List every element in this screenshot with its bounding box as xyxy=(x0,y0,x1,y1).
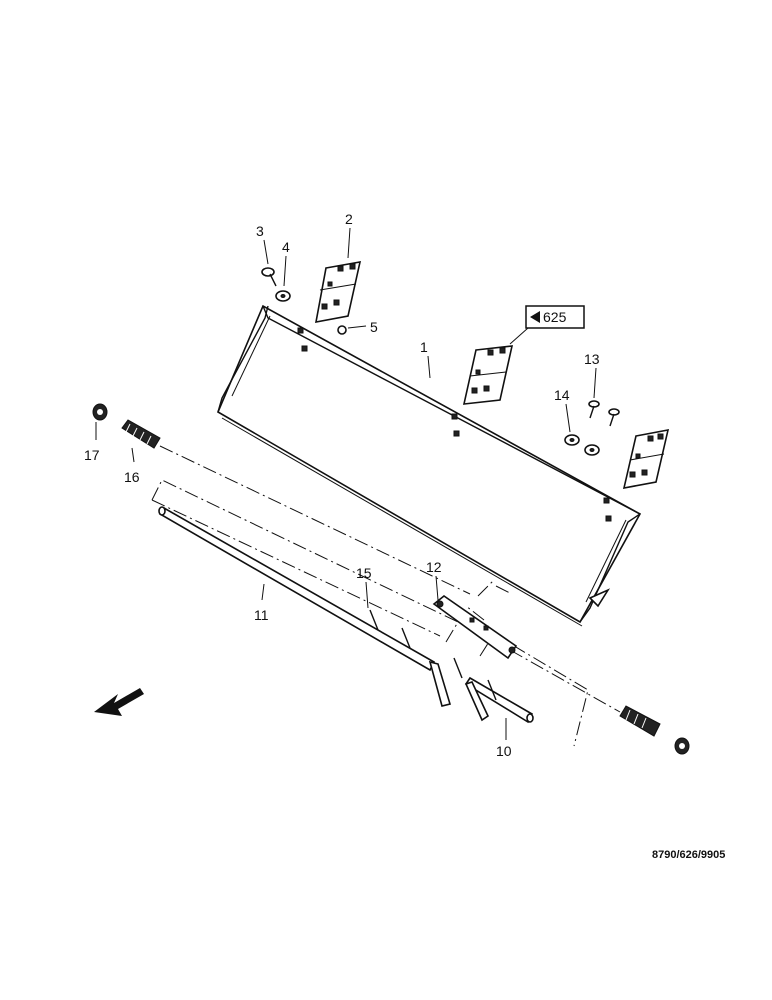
callout-14: 14 xyxy=(554,387,570,403)
panel-part-1 xyxy=(216,304,642,627)
washer-part-14 xyxy=(564,434,600,456)
drawing-code: 8790/626/9905 xyxy=(652,849,725,861)
callout-17: 17 xyxy=(84,447,100,463)
callout-12: 12 xyxy=(426,559,442,575)
callouts: 1 2 3 4 5 10 11 12 13 14 15 16 17 xyxy=(84,211,600,759)
screw-part-13 xyxy=(588,400,620,427)
page-reference-box[interactable]: 625 xyxy=(509,305,585,345)
callout-13: 13 xyxy=(584,351,600,367)
hinge-part-2-left xyxy=(315,261,362,324)
callout-15: 15 xyxy=(356,565,372,581)
callout-1: 1 xyxy=(420,339,428,355)
screw-part-3 xyxy=(261,267,277,287)
callout-10: 10 xyxy=(496,743,512,759)
callout-3: 3 xyxy=(256,223,264,239)
cap-part-17-right xyxy=(674,737,690,755)
page-reference-number: 625 xyxy=(543,309,567,325)
nut-part-5 xyxy=(337,325,347,335)
callout-5: 5 xyxy=(370,319,378,335)
callout-11: 11 xyxy=(254,607,269,623)
back-arrow-icon xyxy=(530,311,540,323)
pins-part-15 xyxy=(369,609,497,701)
spring-part-16-right xyxy=(619,705,661,737)
leader-lines xyxy=(95,227,597,740)
bracket-part-12 xyxy=(432,595,518,660)
direction-arrow-icon xyxy=(94,688,144,716)
hinge-right xyxy=(622,428,670,490)
spring-part-16-left xyxy=(121,419,161,449)
callout-4: 4 xyxy=(282,239,290,255)
center-lines xyxy=(151,445,621,747)
rod-part-10 xyxy=(464,676,534,724)
hinge-center xyxy=(462,345,514,405)
callout-16: 16 xyxy=(124,469,140,485)
rod-part-11 xyxy=(158,506,452,707)
washer-part-4 xyxy=(275,290,291,302)
cap-part-17-left xyxy=(92,403,108,421)
callout-2: 2 xyxy=(345,211,353,227)
